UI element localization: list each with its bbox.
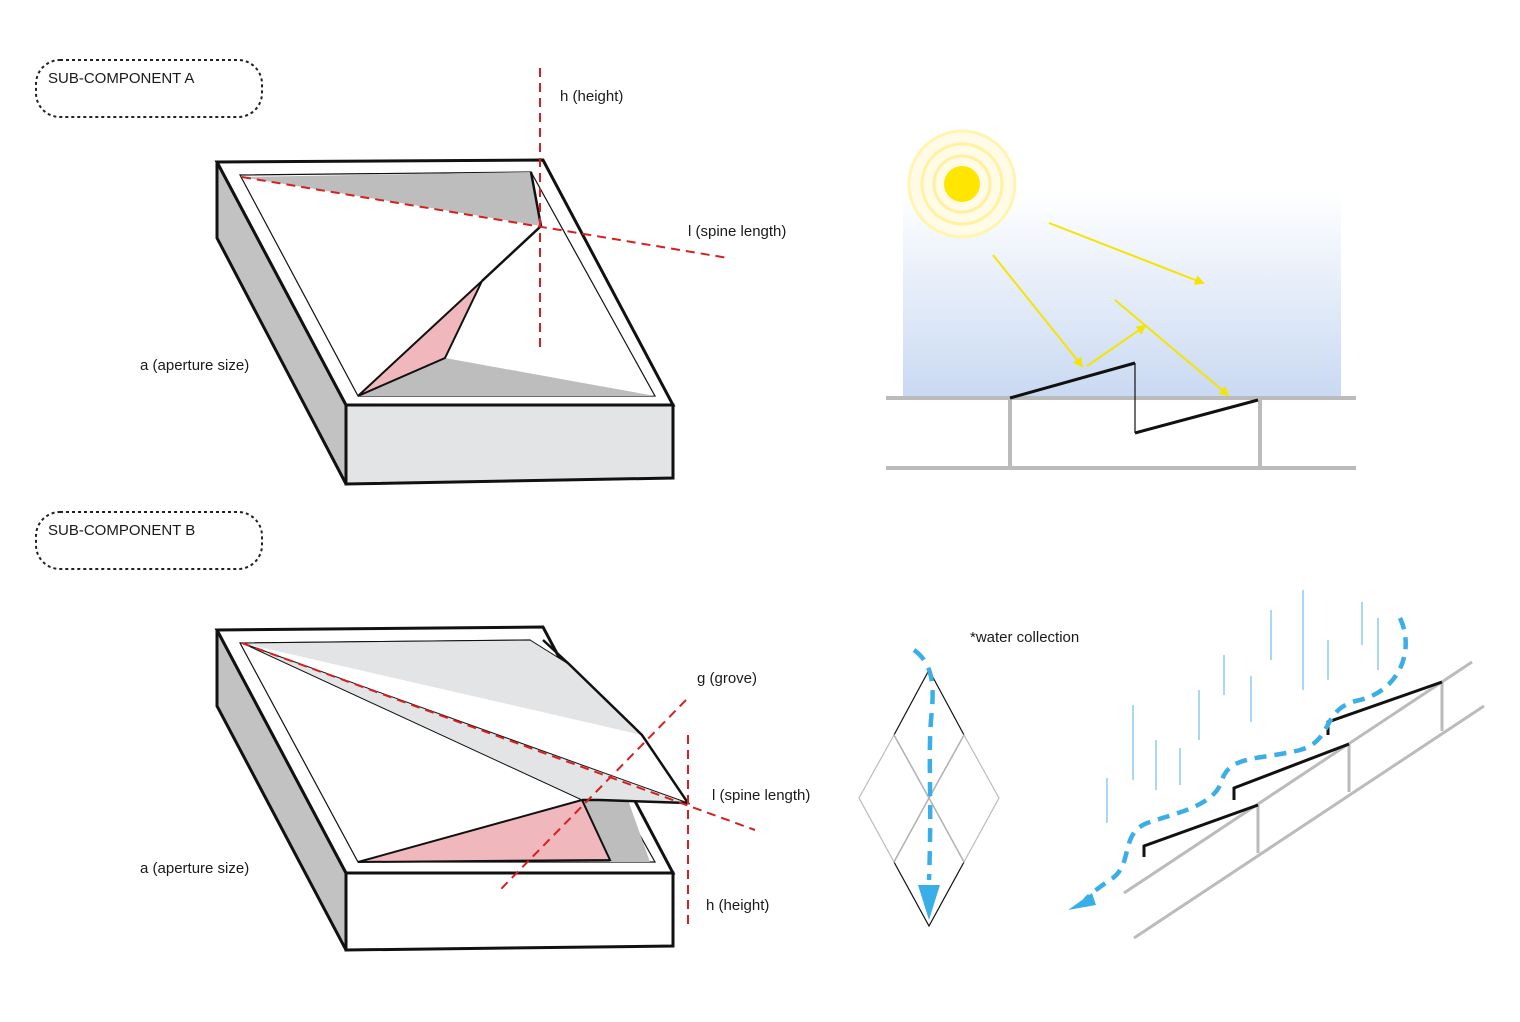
water-collection-title: *water collection: [970, 629, 1079, 646]
sub-component-a-title: SUB-COMPONENT A: [48, 70, 194, 87]
component-a-height-label: h (height): [560, 88, 623, 105]
component-b-height-label: h (height): [706, 897, 769, 914]
component-a-aperture-label: a (aperture size): [140, 357, 249, 374]
sub-component-b-title: SUB-COMPONENT B: [48, 522, 195, 539]
component-a-panel: [217, 68, 728, 484]
sub-component-b-title-box: SUB-COMPONENT B: [36, 512, 262, 569]
runoff-arrow: [1068, 618, 1406, 910]
component-a-spine-label: l (spine length): [688, 223, 786, 240]
component-b-aperture-label: a (aperture size): [140, 860, 249, 877]
sun-icon: [909, 131, 1015, 237]
sub-component-a-title-box: SUB-COMPONENT A: [36, 60, 262, 117]
component-b-spine-label: l (spine length): [712, 787, 810, 804]
gutter-structure: [1124, 662, 1484, 938]
component-b-grove-label: g (grove): [697, 670, 757, 687]
component-b-panel: [217, 627, 755, 950]
sun-reflection-diagram: [886, 131, 1356, 468]
rain-icon: [1107, 590, 1378, 823]
